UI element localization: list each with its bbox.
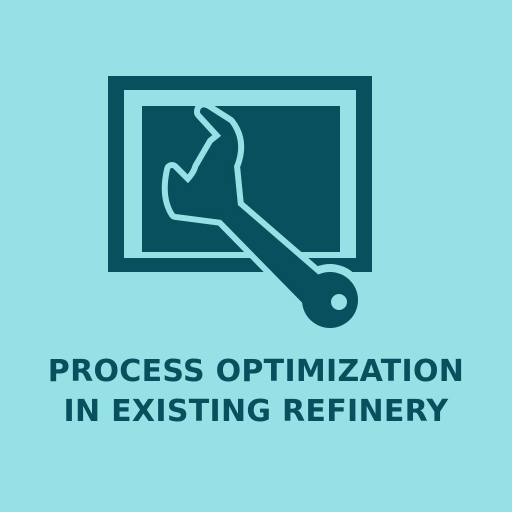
wrench-hole [331,294,347,310]
monitor-wrench-icon [108,76,372,328]
monitor-wrench-graphic [108,76,372,328]
page-title: PROCESS OPTIMIZATION IN EXISTING REFINER… [0,352,512,432]
title-line-1: PROCESS OPTIMIZATION [47,354,465,389]
wrench-handle-end [302,272,358,328]
title-line-2: IN EXISTING REFINERY [63,394,449,429]
wrench [167,107,358,328]
